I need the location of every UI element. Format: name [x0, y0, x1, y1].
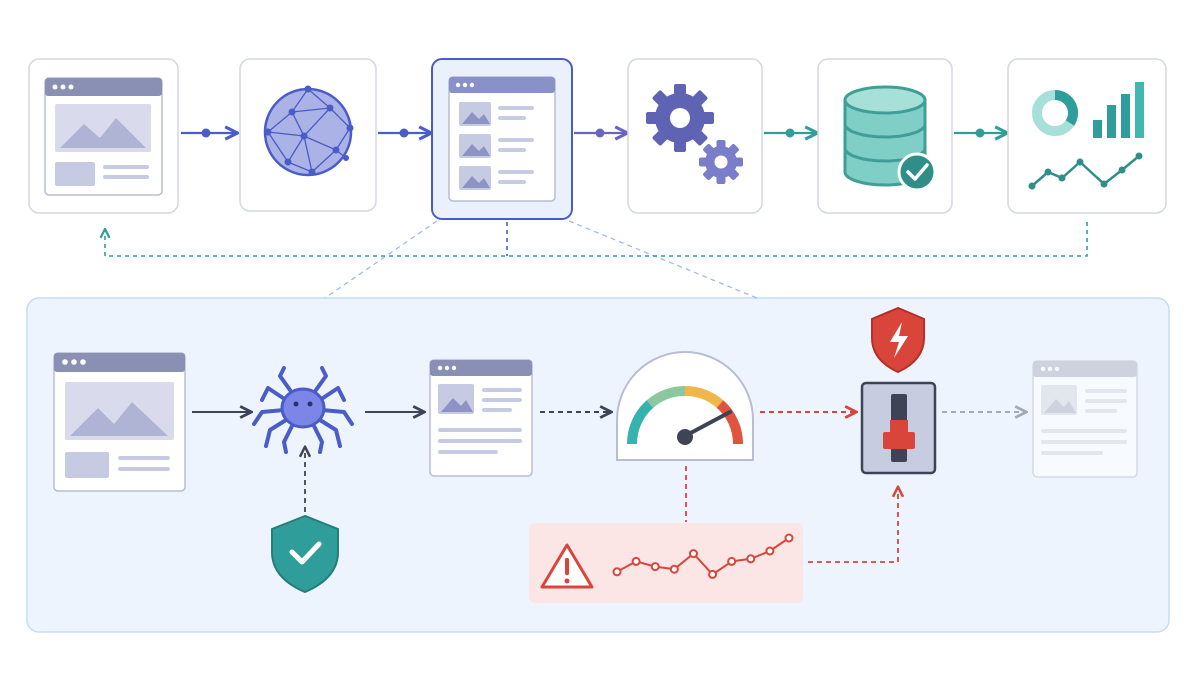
detail-step-blocked-output — [1032, 360, 1138, 478]
trend-point-2 — [631, 556, 641, 566]
faded-page-icon — [1032, 360, 1138, 478]
warning-icon — [540, 543, 594, 589]
stage-source-page — [28, 58, 179, 214]
detail-step-rate-gauge — [616, 351, 754, 461]
network-globe-icon — [263, 85, 354, 177]
switch-icon — [860, 381, 937, 475]
gauge-icon — [616, 351, 754, 461]
trend-point-9 — [765, 546, 775, 556]
detail-step-crawler — [252, 366, 354, 454]
listing-page-icon — [448, 76, 556, 202]
spider-bot-icon — [252, 366, 354, 454]
detail-step-webpage — [53, 352, 186, 492]
database-check-icon — [843, 85, 937, 192]
extracted-page-icon — [429, 359, 533, 477]
detail-step-circuit-breaker — [860, 381, 937, 475]
trend-point-7 — [727, 556, 737, 566]
shield-check-icon — [271, 514, 339, 594]
gears-icon — [646, 84, 743, 184]
anomaly-trend-chart — [612, 533, 794, 579]
connector-5-6 — [954, 129, 1006, 138]
analytics-charts-icon — [1028, 82, 1144, 190]
trend-point-4 — [669, 564, 679, 574]
connector-3-4 — [574, 129, 626, 138]
feedback-loop-connector — [105, 222, 1088, 257]
stage-storage — [817, 58, 953, 214]
webpage-icon — [44, 77, 163, 196]
shield-lightning-icon — [871, 306, 925, 374]
webpage-icon — [53, 352, 186, 492]
zoom-callout-lines — [324, 220, 758, 299]
connector-1-2 — [181, 129, 236, 138]
trend-point-6 — [708, 569, 718, 579]
stage-analytics — [1007, 58, 1167, 214]
trend-point-1 — [612, 567, 622, 577]
alert-breaker-connector — [808, 488, 898, 563]
trend-point-8 — [746, 554, 756, 564]
alert-panel — [529, 523, 803, 603]
stage-listing-page — [431, 58, 573, 220]
connector-4-5 — [764, 129, 816, 138]
connector-2-3 — [378, 129, 430, 138]
trend-point-10 — [784, 533, 794, 543]
stage-web — [239, 58, 377, 212]
detail-step-extracted-page — [429, 359, 533, 477]
trend-point-3 — [650, 562, 660, 572]
stage-processing — [627, 58, 763, 214]
trend-point-5 — [688, 549, 698, 559]
